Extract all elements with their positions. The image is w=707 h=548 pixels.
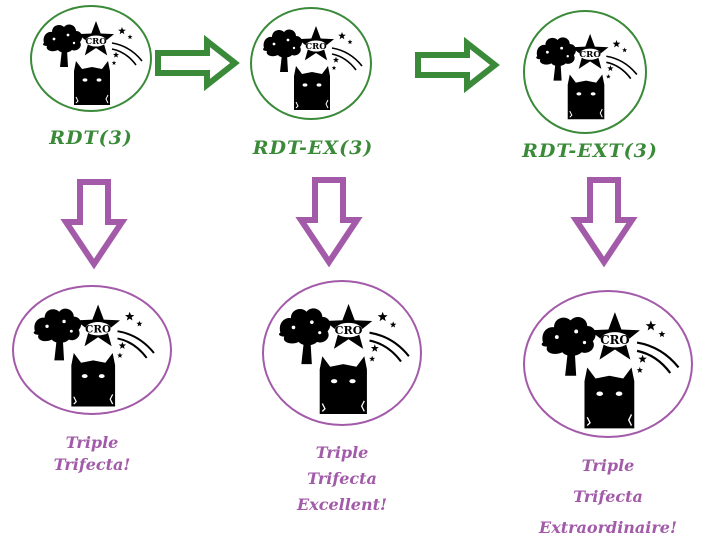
stage-node-rdt-ext3: CRO — [523, 10, 647, 134]
stage-label-rdt3: RDT(3) — [49, 127, 133, 149]
cat-icon — [319, 356, 367, 414]
logo-badge-text: CRO — [335, 324, 363, 337]
cat-icon — [294, 66, 330, 110]
logo-badge-text: CRO — [600, 333, 629, 347]
outcome-line: Triple — [581, 456, 635, 475]
outcome-line: Triple — [315, 443, 369, 462]
outcome-line: Extraordinaire! — [539, 518, 677, 537]
outcome-node-3: CRO — [523, 290, 693, 438]
outcome-line: Trifecta! — [53, 455, 131, 474]
shooting-star-trail-icon — [636, 320, 680, 374]
logo-badge-text: CRO — [85, 37, 107, 47]
cro-logo: CRO — [279, 303, 410, 414]
star-icon: CRO — [77, 21, 115, 56]
arrow-down-icon — [570, 177, 638, 268]
shooting-star-trail-icon — [111, 27, 143, 66]
tree-icon — [263, 29, 303, 72]
cat-icon — [71, 353, 116, 407]
cro-logo: CRO — [263, 26, 363, 110]
cro-logo: CRO — [536, 33, 638, 120]
shooting-star-trail-icon — [606, 39, 638, 80]
logo-badge-text: CRO — [579, 50, 601, 60]
cat-icon — [584, 367, 635, 429]
cro-logo: CRO — [43, 21, 143, 105]
outcome-line: Triple — [65, 433, 119, 452]
outcome-line: Trifecta — [573, 487, 643, 506]
tree-icon — [279, 308, 331, 365]
cat-icon — [74, 61, 110, 105]
arrow-down-3 — [570, 177, 638, 268]
logo-badge-text: CRO — [85, 323, 111, 335]
logo-badge-text: CRO — [305, 42, 327, 52]
arrow-down-icon — [295, 177, 363, 268]
outcome-label-3: Triple Trifecta Extraordinaire! — [513, 450, 703, 543]
arrow-right-icon — [415, 36, 500, 94]
arrow-right-1 — [155, 34, 240, 92]
tree-icon — [541, 316, 596, 376]
outcome-node-2: CRO — [262, 280, 422, 426]
cat-icon — [567, 74, 605, 120]
cro-logo: CRO — [541, 312, 680, 429]
arrow-down-2 — [295, 177, 363, 268]
stage-node-rdt3: CRO — [30, 5, 152, 112]
arrow-right-icon — [155, 34, 240, 92]
star-icon: CRO — [589, 312, 640, 360]
shooting-star-trail-icon — [369, 311, 410, 363]
tree-icon — [43, 24, 83, 67]
star-icon: CRO — [76, 304, 121, 347]
outcome-line: Trifecta — [307, 469, 377, 488]
stage-label-rdt-ex3: RDT-EX(3) — [252, 137, 374, 159]
arrow-down-1 — [60, 179, 128, 270]
stage-label-rdt-ext3: RDT-EXT(3) — [522, 140, 658, 162]
star-icon: CRO — [571, 33, 609, 69]
star-icon: CRO — [324, 303, 373, 349]
arrow-down-icon — [60, 179, 128, 270]
star-icon: CRO — [297, 26, 335, 61]
stage-node-rdt-ex3: CRO — [250, 7, 372, 120]
arrow-right-2 — [415, 36, 500, 94]
outcome-label-2: Triple Trifecta Excellent! — [272, 440, 412, 518]
shooting-star-trail-icon — [117, 311, 155, 359]
cro-logo: CRO — [33, 304, 155, 407]
outcome-line: Excellent! — [296, 495, 388, 514]
outcome-label-1: Triple Trifecta! — [32, 432, 152, 476]
shooting-star-trail-icon — [331, 32, 363, 71]
tree-icon — [33, 308, 82, 361]
tree-icon — [536, 37, 576, 81]
outcome-node-1: CRO — [12, 285, 172, 415]
